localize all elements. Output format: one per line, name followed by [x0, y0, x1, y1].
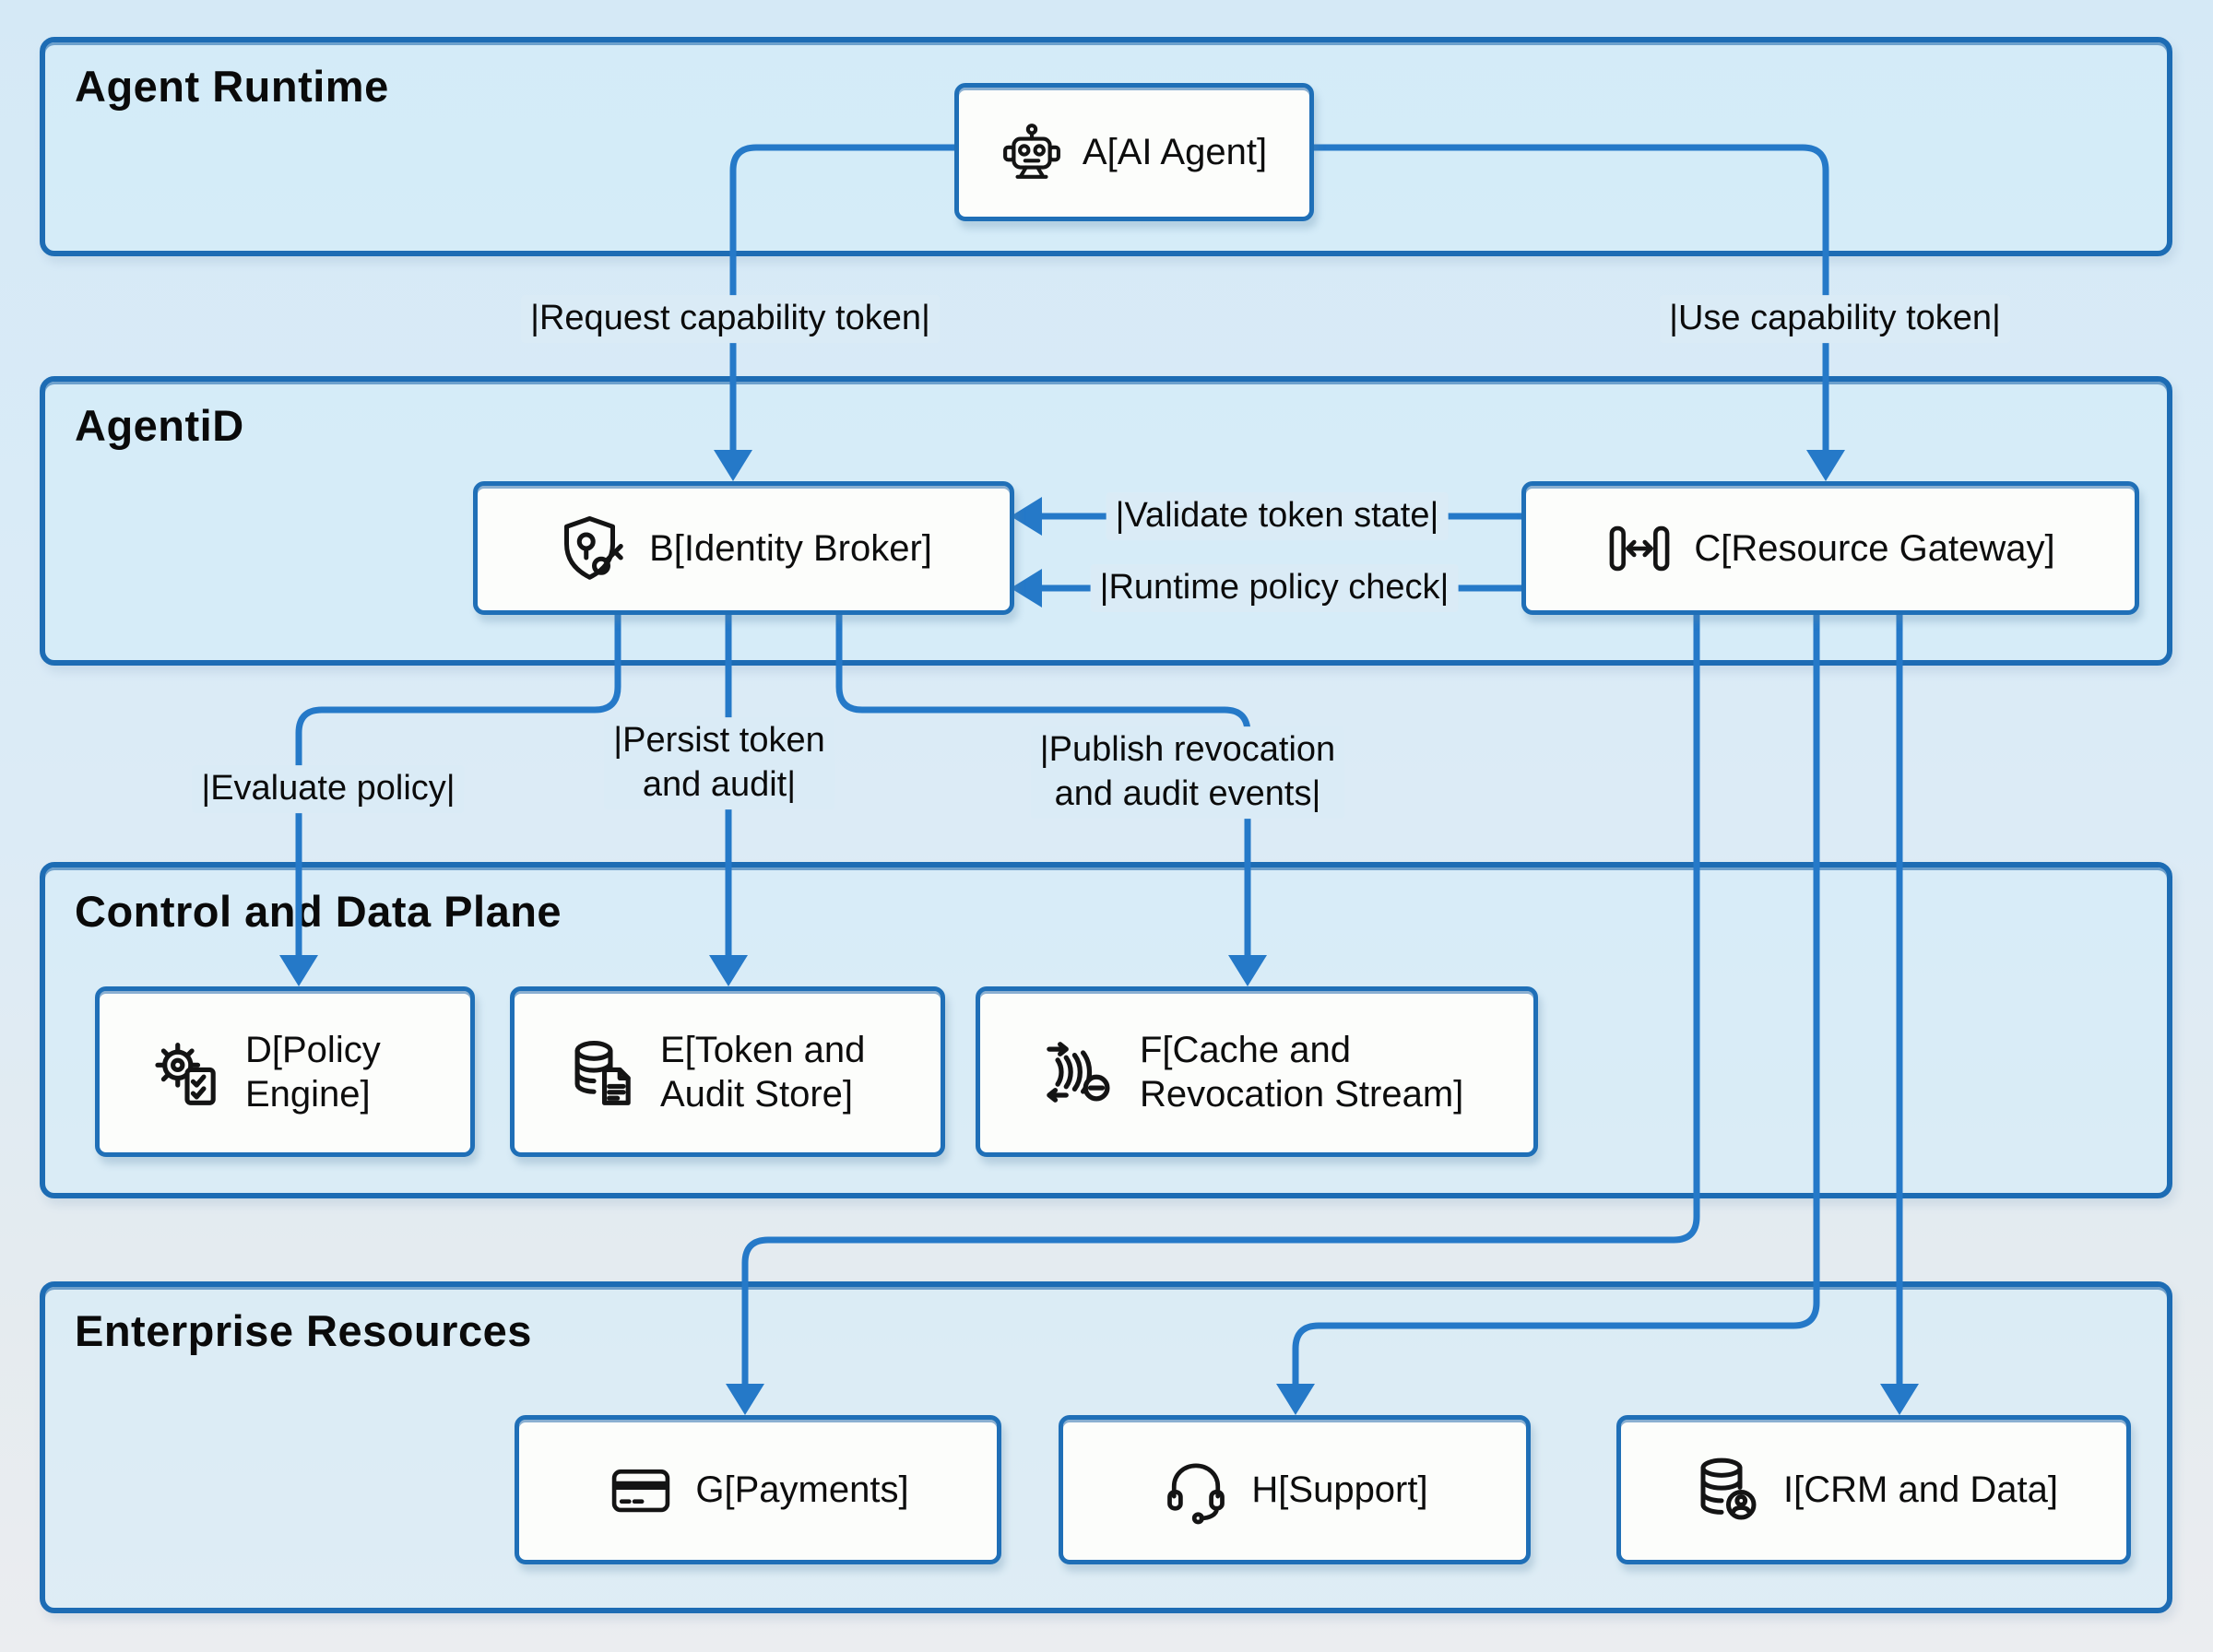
node-cache-revocation-stream: F[Cache and Revocation Stream] [976, 986, 1538, 1157]
credit-card-icon [607, 1456, 675, 1524]
edge-label-publish-revocation: |Publish revocation and audit events| [1030, 726, 1345, 819]
container-title: Control and Data Plane [75, 887, 562, 936]
headset-icon [1161, 1455, 1231, 1525]
gateway-icon [1605, 514, 1674, 583]
container-title: Agent Runtime [75, 62, 389, 111]
database-user-icon [1689, 1453, 1763, 1527]
node-policy-engine: D[Policy Engine] [95, 986, 475, 1157]
node-crm-data: I[CRM and Data] [1616, 1415, 2131, 1564]
node-support: H[Support] [1059, 1415, 1531, 1564]
robot-icon [1001, 122, 1062, 183]
edge-label-use-capability-token: |Use capability token| [1660, 295, 2010, 343]
stream-revoke-icon [1042, 1033, 1119, 1111]
edge-label-persist-token-audit: |Persist token and audit| [604, 717, 834, 809]
node-label: E[Token and Audit Store] [660, 1029, 866, 1115]
edge-label-request-capability-token: |Request capability token| [521, 295, 940, 343]
node-identity-broker: B[Identity Broker] [473, 481, 1014, 615]
node-label: H[Support] [1251, 1469, 1428, 1510]
node-label: D[Policy Engine] [245, 1029, 381, 1115]
node-label: C[Resource Gateway] [1694, 527, 2055, 569]
container-title: Enterprise Resources [75, 1306, 532, 1355]
shield-key-icon [555, 512, 629, 585]
gear-checklist-icon [149, 1034, 225, 1110]
node-resource-gateway: C[Resource Gateway] [1521, 481, 2139, 615]
node-payments: G[Payments] [515, 1415, 1001, 1564]
node-ai-agent: A[AI Agent] [954, 83, 1314, 221]
node-token-audit-store: E[Token and Audit Store] [510, 986, 945, 1157]
container-title: AgentiD [75, 401, 244, 450]
node-label: I[CRM and Data] [1783, 1469, 2058, 1510]
node-label: B[Identity Broker] [649, 527, 932, 569]
node-label: A[AI Agent] [1082, 132, 1268, 172]
database-document-icon [564, 1034, 640, 1110]
edge-label-runtime-policy-check: |Runtime policy check| [1090, 564, 1459, 612]
node-label: G[Payments] [695, 1469, 909, 1510]
edge-label-evaluate-policy: |Evaluate policy| [192, 765, 465, 813]
edge-label-validate-token-state: |Validate token state| [1106, 492, 1449, 540]
node-label: F[Cache and Revocation Stream] [1140, 1029, 1464, 1115]
